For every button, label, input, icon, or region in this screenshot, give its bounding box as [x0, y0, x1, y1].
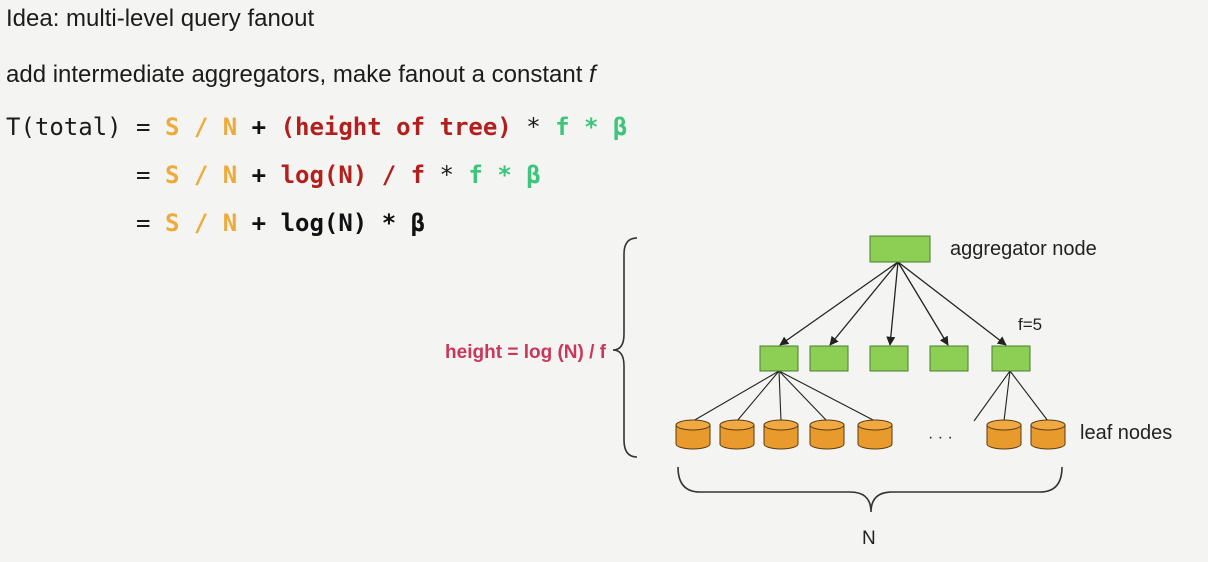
eq2-log-over-f: log(N) / f	[280, 161, 426, 189]
equation-row-2: = S / N + log(N) / f * f * β	[6, 160, 541, 190]
eq3-equals: =	[136, 209, 151, 237]
fanout-label: f=5	[1018, 315, 1042, 334]
eq1-plus: +	[251, 113, 267, 141]
eq3-plus: +	[251, 209, 267, 237]
height-label: height = log (N) / f	[445, 342, 607, 363]
intermediate-node-2	[809, 345, 849, 372]
eq2-plus: +	[251, 161, 267, 189]
leaf-node	[763, 419, 799, 450]
subtitle-var-f: f	[589, 61, 596, 88]
ellipsis-label: · · ·	[928, 429, 953, 446]
eq3-times: *	[381, 209, 397, 237]
leaf-edges	[692, 370, 1049, 422]
eq1-times1: *	[526, 113, 541, 141]
leaf-node	[719, 419, 755, 450]
subtitle-line: add intermediate aggregators, make fanou…	[6, 60, 596, 90]
leaf-node	[1030, 419, 1066, 450]
leaf-node	[857, 419, 893, 450]
leaf-nodes-label: leaf nodes	[1080, 422, 1172, 444]
n-brace	[677, 466, 1063, 513]
equation-row-1: T(total) = S / N + (height of tree) * f …	[6, 112, 627, 142]
eq1-beta: β	[612, 113, 628, 141]
eq2-times2: *	[497, 161, 512, 189]
eq1-f: f	[555, 113, 570, 141]
slide-title: Idea: multi-level query fanout	[6, 5, 315, 32]
eq3-s-over-n: S / N	[164, 209, 238, 237]
eq3-beta: β	[410, 209, 426, 237]
intermediate-node-4	[929, 345, 969, 372]
eq1-times2: *	[584, 113, 599, 141]
height-brace	[612, 237, 638, 458]
eq1-s-over-n: S / N	[164, 113, 238, 141]
root-edges	[779, 261, 1007, 346]
eq2-beta: β	[526, 161, 541, 189]
eq2-equals: =	[136, 161, 151, 189]
eq1-equals: =	[136, 113, 151, 141]
leaf-node	[986, 419, 1022, 450]
subtitle-text: add intermediate aggregators, make fanou…	[6, 61, 590, 88]
eq1-height-of-tree: (height of tree)	[280, 113, 512, 141]
eq2-f: f	[468, 161, 483, 189]
n-label: N	[862, 528, 876, 549]
intermediate-node-5	[991, 345, 1031, 372]
eq2-s-over-n: S / N	[164, 161, 238, 189]
aggregator-root-node	[869, 235, 931, 263]
intermediate-node-3	[869, 345, 909, 372]
equation-row-3: = S / N + log(N) * β	[6, 208, 425, 238]
aggregator-node-label: aggregator node	[950, 238, 1097, 260]
eq1-lhs: T(total)	[6, 113, 122, 141]
eq3-log-n: log(N)	[280, 209, 368, 237]
leaf-node	[675, 419, 711, 450]
intermediate-node-1	[759, 345, 799, 372]
leaf-node	[809, 419, 845, 450]
eq2-times1: *	[439, 161, 454, 189]
